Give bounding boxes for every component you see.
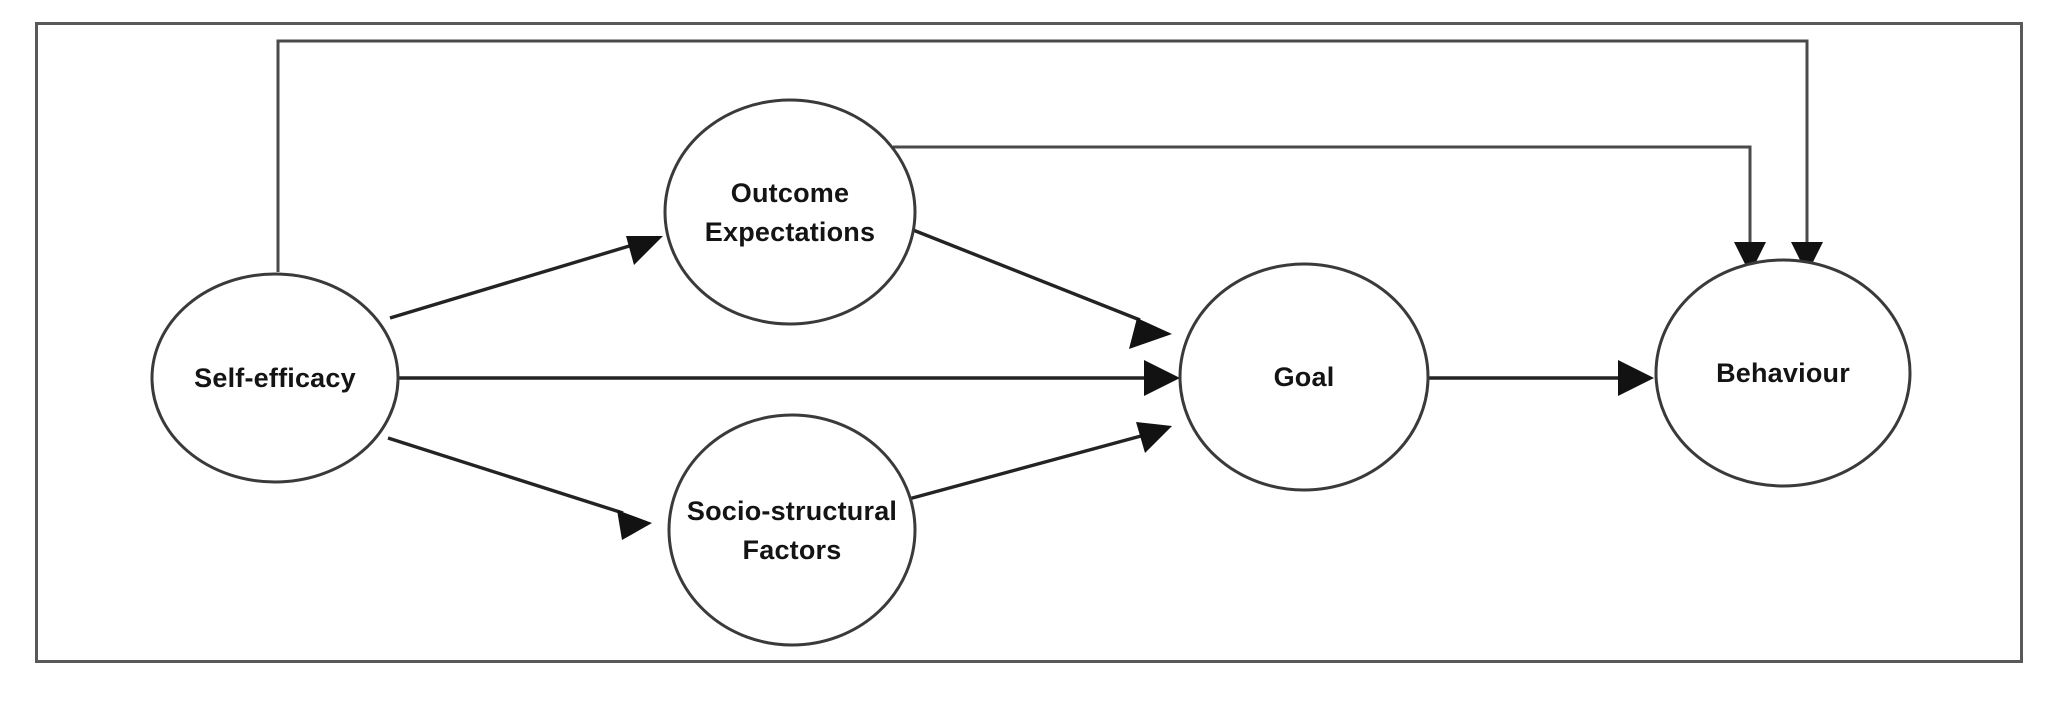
arrowhead-icon [1618,360,1654,396]
node-behaviour-shape[interactable] [1654,258,1912,488]
node-behaviour[interactable]: Behaviour [1654,258,1912,488]
node-self-efficacy-shape[interactable] [150,272,400,484]
node-outcome-expectations-label-line1: Outcome [731,178,849,208]
node-socio-structural-factors-shape[interactable] [667,413,917,647]
node-self-efficacy[interactable]: Self-efficacy [150,272,400,484]
node-behaviour-label: Behaviour [1716,358,1850,388]
node-socio-structural-factors[interactable]: Socio-structural Factors [667,413,917,647]
edge-self-efficacy-to-behaviour [276,39,1823,274]
node-self-efficacy-label: Self-efficacy [194,363,356,393]
node-socio-structural-factors-label-line1: Socio-structural [687,496,897,526]
arrowhead-icon [1791,242,1823,274]
node-outcome-expectations[interactable]: Outcome Expectations [663,98,917,326]
arrowhead-icon [617,510,652,540]
edge-self-efficacy-to-socio-structural-factors [387,436,652,540]
arrowhead-icon [1129,318,1172,349]
edge-self-efficacy-to-outcome-expectations [389,236,663,320]
edge-self-efficacy-to-goal [398,360,1180,396]
arrowhead-icon [626,236,663,265]
node-socio-structural-factors-label-line2: Factors [743,535,842,565]
node-goal[interactable]: Goal [1178,262,1430,492]
diagram-border [35,22,2023,663]
edge-outcome-expectations-to-behaviour [893,145,1766,274]
node-goal-shape[interactable] [1178,262,1430,492]
node-outcome-expectations-shape[interactable] [663,98,917,326]
edge-outcome-expectations-to-goal [907,226,1172,349]
arrowhead-icon [1144,360,1180,396]
edge-socio-structural-factors-to-goal [904,422,1172,502]
arrowhead-icon [1136,422,1172,453]
node-goal-label: Goal [1274,362,1335,392]
edge-goal-to-behaviour [1426,360,1654,396]
arrowhead-icon [1734,242,1766,274]
node-outcome-expectations-label-line2: Expectations [705,217,875,247]
